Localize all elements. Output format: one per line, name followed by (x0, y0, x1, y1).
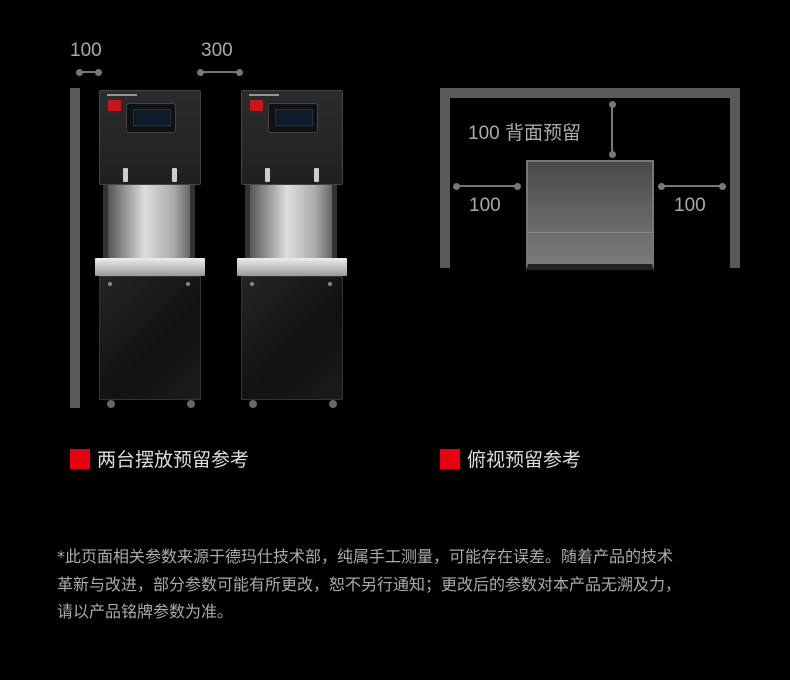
footnote-line: 革新与改进，部分参数可能有所更改，恕不另行通知；更改后的参数对本产品无溯及力， (57, 575, 682, 594)
wall-gap-label: 100 (70, 40, 102, 61)
wall (70, 88, 80, 408)
red-square-icon (440, 448, 460, 469)
wall-gap-dimension-line (76, 68, 102, 76)
right-gap-label: 100 (674, 195, 706, 216)
between-gap-label: 300 (201, 40, 233, 61)
caption-text: 俯视预留参考 (467, 449, 582, 471)
between-gap-dimension-line (197, 68, 243, 76)
back-wall (440, 88, 740, 98)
dispenser-top-view (526, 160, 654, 270)
front-view-caption: 两台摆放预留参考 (70, 445, 249, 472)
footnote-line: *此页面相关参数来源于德玛仕技术部，纯属手工测量，可能存在误差。随着产品的技术 (57, 547, 674, 566)
left-gap-label: 100 (469, 195, 501, 216)
back-gap-label: 100 背面预留 (468, 123, 581, 144)
right-gap-dimension-line (658, 182, 726, 190)
top-view-caption: 俯视预留参考 (440, 445, 581, 472)
water-dispenser-right (237, 90, 347, 412)
left-gap-dimension-line (453, 182, 521, 190)
back-gap-dimension-line (608, 101, 616, 158)
caption-text: 两台摆放预留参考 (97, 449, 250, 471)
red-square-icon (70, 448, 90, 469)
water-dispenser-left (95, 90, 205, 412)
left-wall (440, 88, 450, 268)
right-wall (730, 88, 740, 268)
footnote-line: 请以产品铭牌参数为准。 (57, 602, 234, 621)
